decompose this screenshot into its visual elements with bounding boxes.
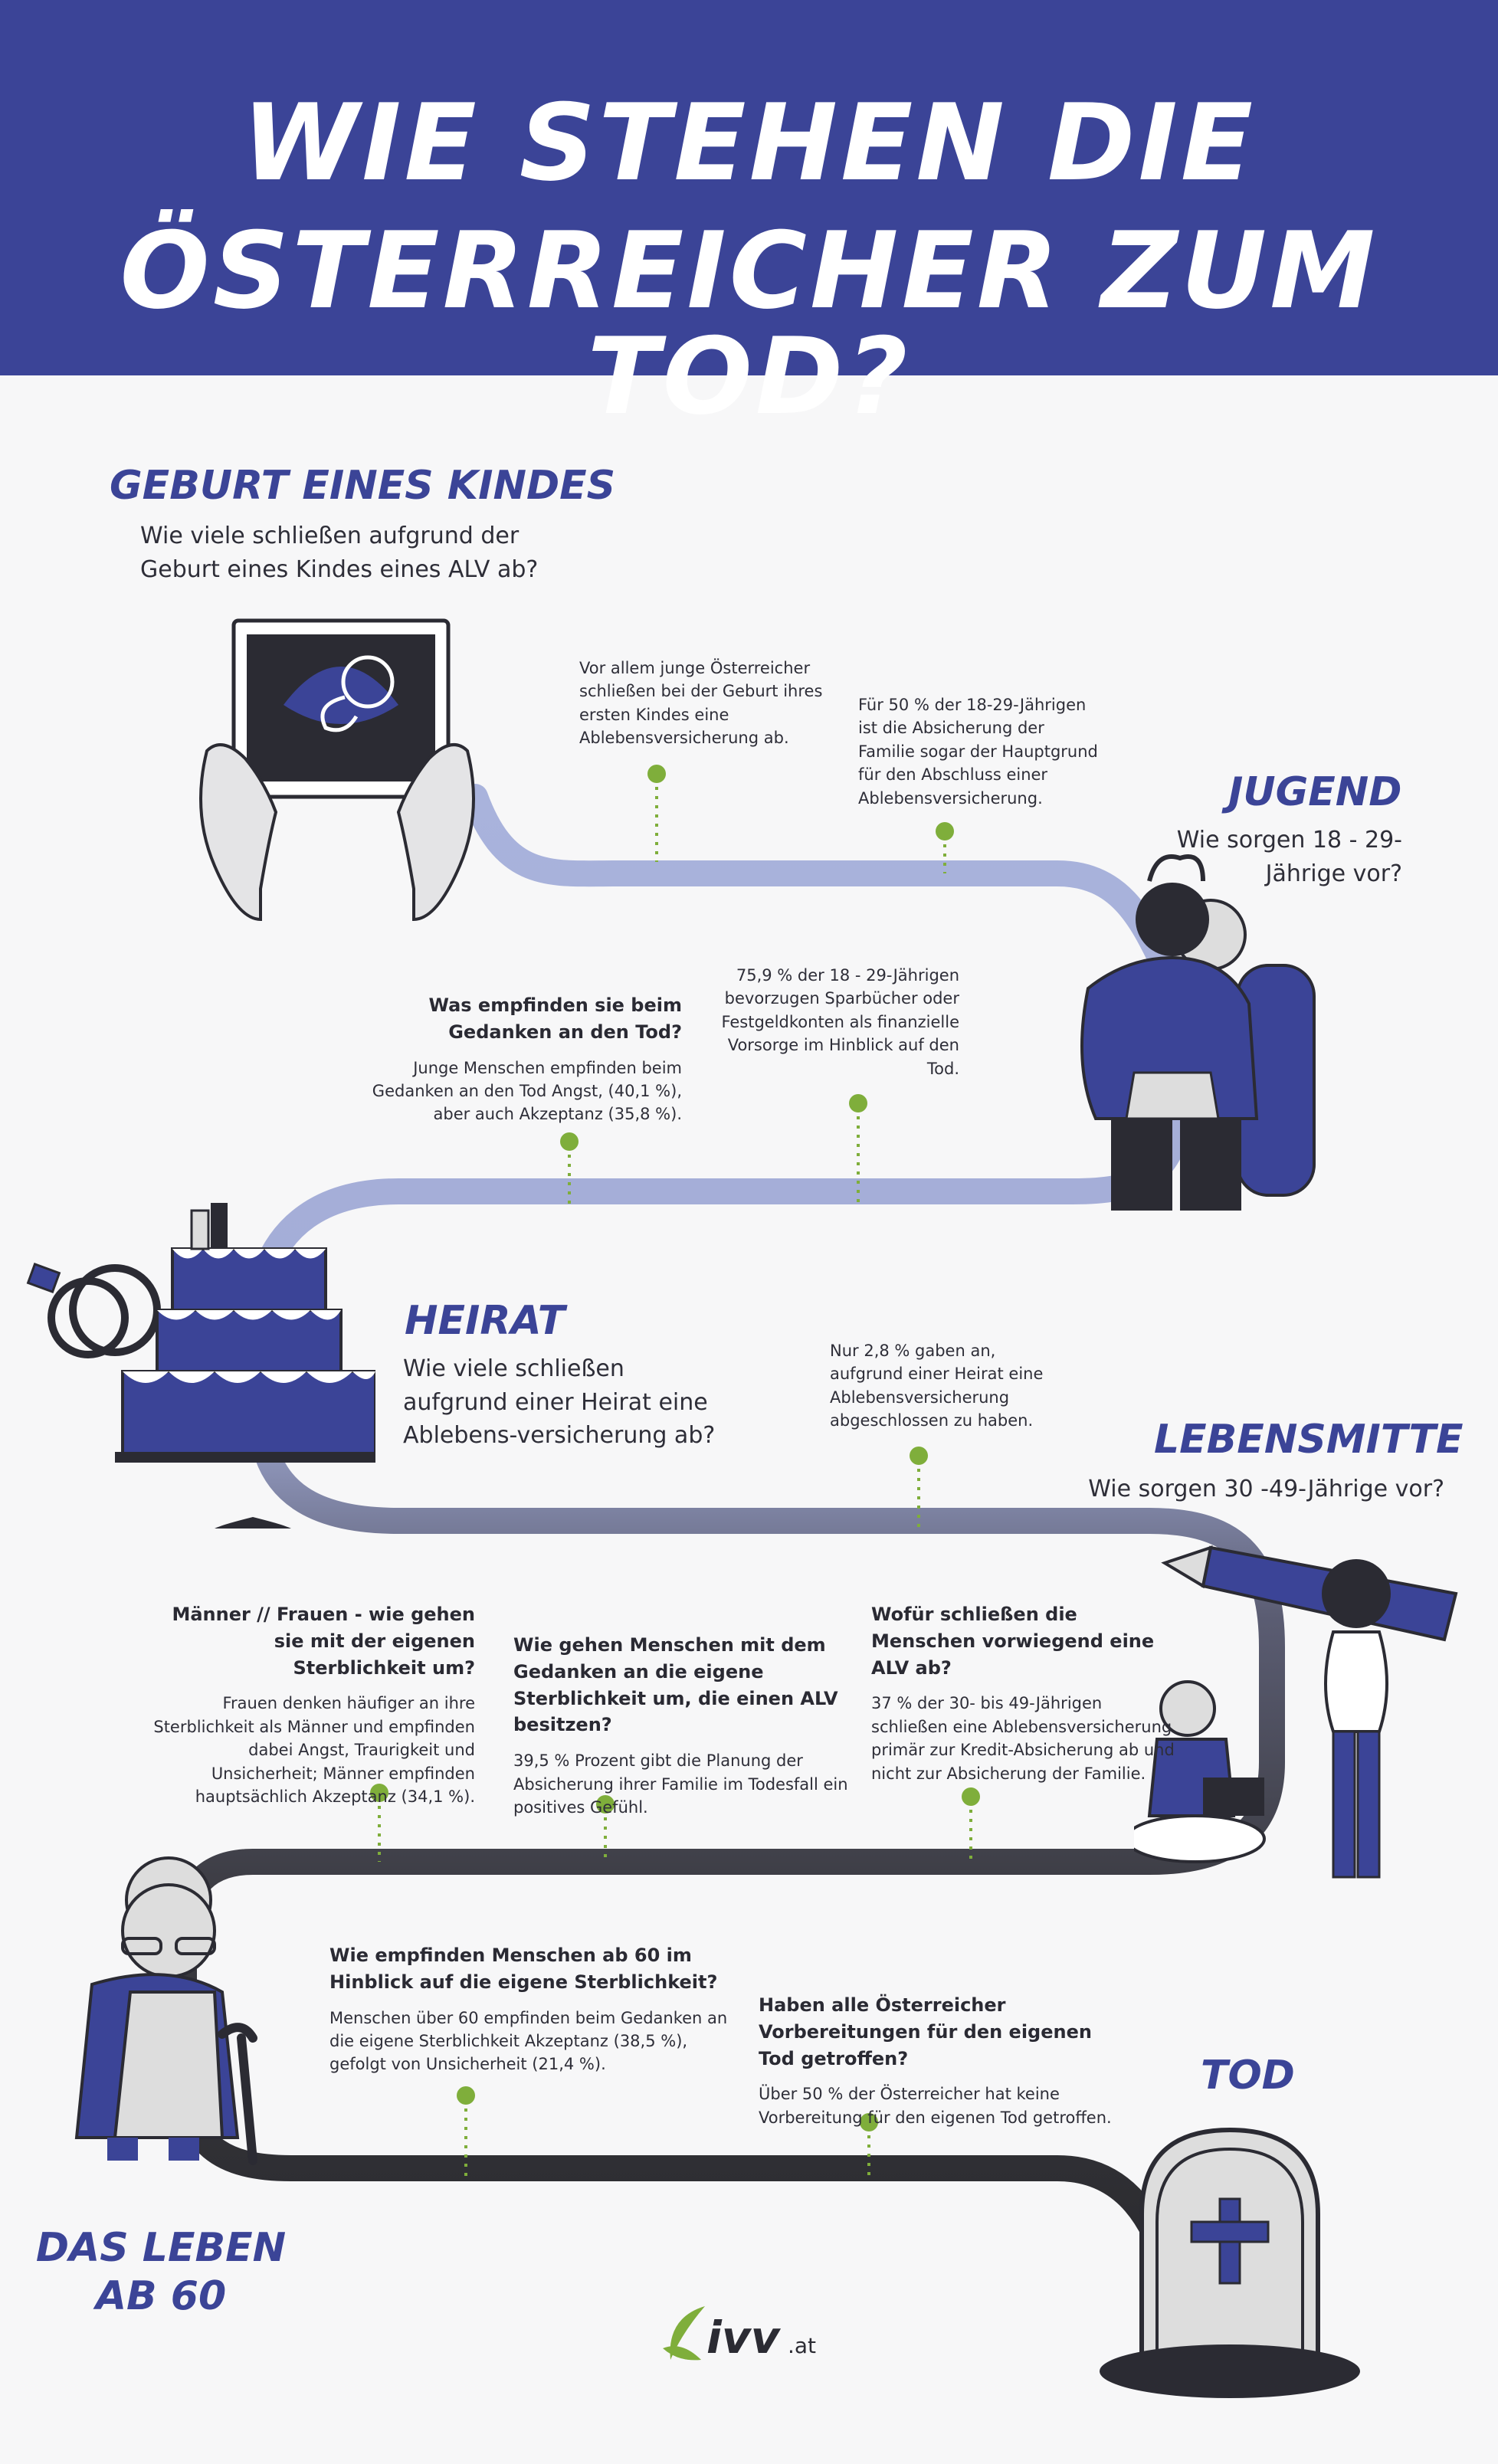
note-ab60-q2-text: Über 50 % der Österreicher hat keine Vor…: [759, 2085, 1112, 2127]
note-lebensmitte-q3-title: Wofür schließen die Menschen vorwiegend …: [871, 1604, 1155, 1679]
section-subtitle-heirat: Wie viele schließen aufgrund einer Heira…: [403, 1355, 716, 1449]
marker-dot: [457, 2086, 475, 2105]
note-lebensmitte-q2-title: Wie gehen Menschen mit dem Gedanken an d…: [513, 1634, 838, 1736]
section-title-ab60-line-1: DAS LEBEN: [35, 2225, 287, 2271]
note-ab60-q1-text: Menschen über 60 empfinden beim Gedanken…: [329, 2008, 728, 2074]
mid-life-people-icon: [1134, 1545, 1458, 1879]
note-jugend-feel-title: Was empfinden sie beim Gedanken an den T…: [428, 994, 682, 1043]
elderly-woman-icon: [74, 1856, 257, 2165]
section-subtitle-jugend: Wie sorgen 18 - 29-Jährige vor?: [1176, 827, 1402, 887]
note-lebensmitte-q3: Wofür schließen die Menschen vorwiegend …: [871, 1601, 1178, 1785]
section-title-geburt: GEBURT EINES KINDES: [110, 463, 616, 509]
logo-suffix: .at: [788, 2333, 817, 2358]
marker-dot: [849, 1094, 867, 1112]
note-lebensmitte-q2-text: 39,5 % Prozent gibt die Planung der Absi…: [513, 1751, 848, 1817]
marker-dot: [962, 1787, 980, 1806]
section-title-jugend: JUGEND: [1228, 769, 1402, 815]
note-ab60-q1-title: Wie empfinden Menschen ab 60 im Hinblick…: [329, 1945, 718, 1993]
note-lebensmitte-q1: Männer // Frauen - wie gehen sie mit der…: [138, 1601, 475, 1809]
note-jugend-feel-text: Junge Menschen empfinden beim Gedanken a…: [372, 1058, 682, 1124]
page-title-line-2: ÖSTERREICHER ZUM TOD?: [120, 209, 1378, 438]
section-subtitle-geburt: Wie viele schließen aufgrund der Geburt …: [140, 523, 539, 583]
section-subtitle-lebensmitte: Wie sorgen 30 -49-Jährige vor?: [1088, 1476, 1444, 1502]
marker-dot: [596, 1795, 615, 1814]
note-geburt: Vor allem junge Österreicher schließen b…: [579, 659, 823, 748]
page-title-line-1: WIE STEHEN DIE: [241, 81, 1257, 205]
ultrasound-hands-icon: [199, 618, 475, 922]
marker-dot: [910, 1447, 928, 1465]
wedding-cake-icon: [26, 1203, 375, 1529]
logo-text: ivv: [706, 2312, 780, 2364]
note-heirat: Nur 2,8 % gaben an, aufgrund einer Heira…: [830, 1342, 1044, 1430]
section-title-heirat: HEIRAT: [405, 1298, 565, 1344]
marker-dot: [647, 765, 666, 783]
section-title-lebensmitte: LEBENSMITTE: [1154, 1417, 1464, 1463]
note-lebensmitte-q2: Wie gehen Menschen mit dem Gedanken an d…: [513, 1632, 851, 1820]
note-lebensmitte-q1-text: Frauen denken häufiger an ihre Sterblich…: [153, 1694, 475, 1807]
section-title-ab60-line-2: AB 60: [95, 2273, 227, 2319]
young-couple-icon: [1080, 854, 1316, 1211]
marker-dot: [560, 1132, 579, 1151]
note-jugend-save: 75,9 % der 18 - 29-Jährigen bevorzugen S…: [721, 966, 959, 1078]
note-lebensmitte-q3-text: 37 % der 30- bis 49-Jährigen schließen e…: [871, 1694, 1175, 1783]
note-ab60-q2: Haben alle Österreicher Vorbereitungen f…: [759, 1992, 1134, 2129]
header-banner: WIE STEHEN DIE ÖSTERREICHER ZUM TOD?: [0, 0, 1498, 430]
marker-dot: [936, 822, 954, 840]
marker-dot: [860, 2113, 878, 2131]
note-ab60-q1: Wie empfinden Menschen ab 60 im Hinblick…: [329, 1942, 728, 2076]
ivv-logo[interactable]: ivv .at: [659, 2302, 828, 2371]
gravestone-icon: [1100, 2127, 1360, 2398]
note-jugend-top: Für 50 % der 18-29-Jährigen ist die Absi…: [858, 696, 1098, 808]
section-title-tod: TOD: [1201, 2053, 1295, 2099]
marker-dot: [370, 1784, 388, 1802]
leaf-icon: [663, 2306, 705, 2361]
note-jugend-feel: Was empfinden sie beim Gedanken an den T…: [360, 992, 682, 1126]
note-lebensmitte-q1-title: Männer // Frauen - wie gehen sie mit der…: [172, 1604, 475, 1679]
note-ab60-q2-title: Haben alle Österreicher Vorbereitungen f…: [759, 1994, 1092, 2069]
timeline-markers: [370, 765, 980, 2180]
